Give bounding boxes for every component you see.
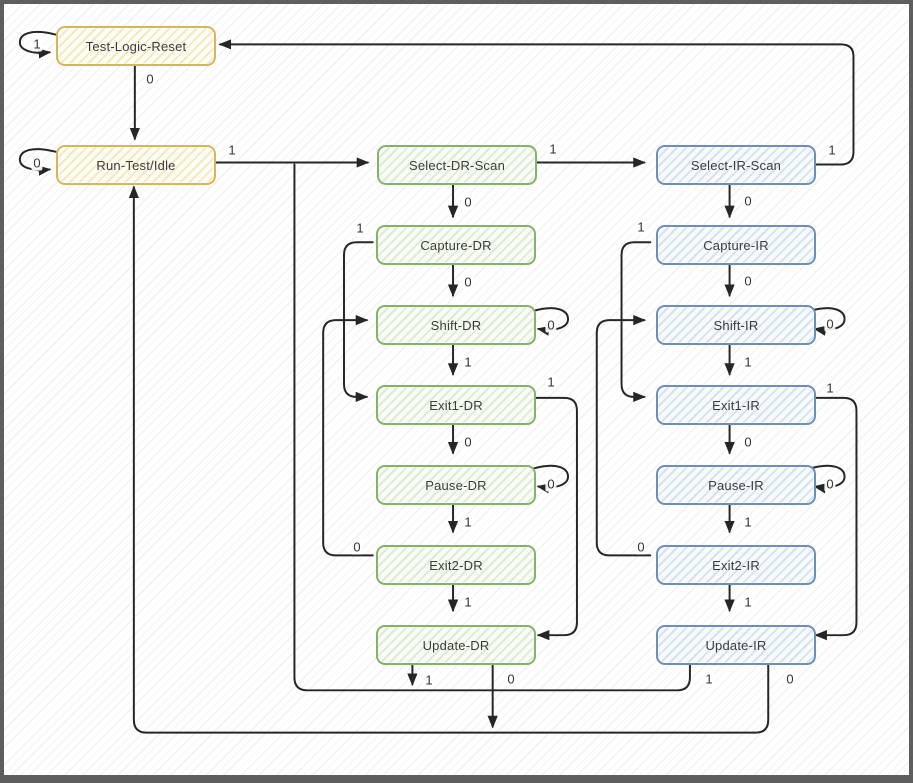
state-label-pdr: Pause-DR: [425, 477, 487, 493]
tms-label-e2ir-sir: 0: [635, 539, 647, 555]
tms-label-sir-self: 0: [824, 316, 836, 332]
transition-edge-uir-rti: [128, 185, 770, 734]
state-node-cdr: Capture-DR: [376, 225, 536, 265]
state-node-pdr: Pause-DR: [376, 465, 536, 505]
tms-label-uir-rti: 0: [784, 671, 796, 687]
tms-label-pir-self: 0: [824, 476, 836, 492]
tms-label-tlr-rti: 0: [144, 71, 156, 87]
tms-label-cdr-e1dr: 1: [354, 220, 366, 236]
state-label-rti: Run-Test/Idle: [96, 157, 176, 173]
state-label-e2dr: Exit2-DR: [429, 557, 483, 573]
state-node-cir: Capture-IR: [656, 225, 816, 265]
state-label-cir: Capture-IR: [703, 237, 769, 253]
tms-label-e1ir-pir: 0: [742, 434, 754, 450]
state-node-sirs: Select-IR-Scan: [656, 145, 816, 185]
tms-label-e2dr-udr: 1: [462, 594, 474, 610]
state-diagram-canvas: 1 0 0 1 1 1 0 0 0 0 1 1 0 0 1 1 0 0 1 1 0 0 1 1 0 0 1 1 1 0 1 0 Test-Log…: [4, 4, 909, 775]
transition-edge-sirs-tlr: [218, 39, 855, 166]
tms-label-e1dr-udr: 1: [545, 374, 557, 390]
tms-label-pdr-e2dr: 1: [462, 514, 474, 530]
state-label-cdr: Capture-DR: [420, 237, 492, 253]
tms-label-cir-e1ir: 1: [635, 219, 647, 235]
state-label-pir: Pause-IR: [708, 477, 764, 493]
tms-label-cir-sir: 0: [742, 273, 754, 289]
transition-edge-e2ir-sir: [595, 314, 652, 557]
transition-edge-tlr-self: [18, 31, 57, 59]
state-label-tlr: Test-Logic-Reset: [85, 38, 187, 54]
state-node-udr: Update-DR: [376, 625, 536, 665]
tms-label-udr-sdrs: 1: [423, 672, 435, 688]
transition-edge-e1ir-uir: [807, 396, 858, 641]
state-node-e1dr: Exit1-DR: [376, 385, 536, 425]
state-node-tlr: Test-Logic-Reset: [56, 26, 216, 66]
state-label-e1ir: Exit1-IR: [712, 397, 760, 413]
state-node-pir: Pause-IR: [656, 465, 816, 505]
state-node-e2dr: Exit2-DR: [376, 545, 536, 585]
state-node-rti: Run-Test/Idle: [56, 145, 216, 185]
state-label-e1dr: Exit1-DR: [429, 397, 483, 413]
tms-label-e2dr-sdr: 0: [351, 539, 363, 555]
tms-label-tlr-self: 1: [31, 36, 43, 52]
tms-label-sdrs-sirs: 1: [547, 141, 559, 157]
tms-label-sdr-e1dr: 1: [462, 354, 474, 370]
state-label-sdr: Shift-DR: [430, 317, 482, 333]
state-label-udr: Update-DR: [422, 637, 490, 653]
state-node-sir: Shift-IR: [656, 305, 816, 345]
state-node-e1ir: Exit1-IR: [656, 385, 816, 425]
tms-label-e2ir-uir: 1: [742, 594, 754, 610]
state-label-sdrs: Select-DR-Scan: [409, 157, 505, 173]
state-node-uir: Update-IR: [656, 625, 816, 665]
tms-label-sir-e1ir: 1: [742, 354, 754, 370]
tms-label-sirs-tlr: 1: [826, 142, 838, 158]
state-node-sdrs: Select-DR-Scan: [377, 145, 537, 185]
state-label-sir: Shift-IR: [713, 317, 759, 333]
tms-label-cdr-sdr: 0: [462, 274, 474, 290]
tms-label-rti-sdrs: 1: [226, 142, 238, 158]
tms-label-e1dr-pdr: 0: [462, 434, 474, 450]
state-node-e2ir: Exit2-IR: [656, 545, 816, 585]
tms-label-sdrs-cdr: 0: [462, 194, 474, 210]
tms-label-sirs-cir: 0: [742, 193, 754, 209]
transition-edges-layer: [18, 31, 858, 734]
transition-edge-e2dr-sdr: [322, 314, 374, 557]
state-label-uir: Update-IR: [705, 637, 767, 653]
tms-label-rti-self: 0: [31, 155, 43, 171]
transition-edge-uir-sdrs: [293, 163, 691, 692]
tms-label-uir-sdrs: 1: [703, 671, 715, 687]
tms-label-udr-rti: 0: [505, 671, 517, 687]
state-label-sirs: Select-IR-Scan: [690, 157, 782, 173]
tms-label-pdr-self: 0: [545, 476, 557, 492]
transition-edge-e1dr-udr: [531, 396, 578, 641]
tms-label-sdr-self: 0: [545, 317, 557, 333]
state-label-e2ir: Exit2-IR: [712, 557, 760, 573]
tms-label-pir-e2ir: 1: [742, 514, 754, 530]
state-node-sdr: Shift-DR: [376, 305, 536, 345]
tms-label-e1ir-uir: 1: [824, 380, 836, 396]
